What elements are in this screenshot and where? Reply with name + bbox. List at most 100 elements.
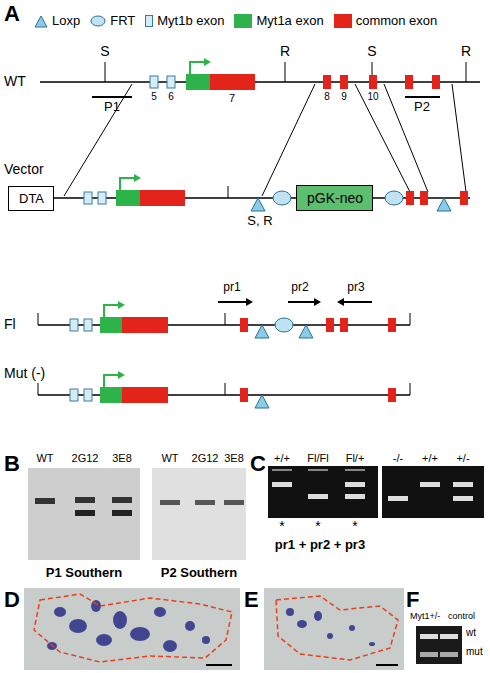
legend-item: FRT (90, 14, 135, 28)
lane-label: WT (161, 452, 178, 464)
in-situ-micrograph (185, 621, 195, 631)
exon-number: 9 (341, 91, 347, 102)
common-exon (323, 75, 331, 89)
legend: Loxp FRT Myt1b exon Myt1a exon common exon (34, 14, 437, 28)
in-situ-micrograph (286, 608, 375, 646)
pcr-gel (345, 469, 365, 471)
legend-item: Myt1b exon (145, 14, 224, 28)
lane-label: Myt1+/- (410, 612, 440, 622)
southern-blot (28, 468, 246, 560)
dna-line (38, 394, 410, 396)
row-label: WT (4, 74, 26, 89)
legend-item: Loxp (34, 14, 80, 28)
pcr-gel (268, 466, 378, 518)
myt1a-exon (100, 317, 122, 333)
loxp-symbol (35, 16, 47, 27)
in-situ-micrograph (34, 594, 232, 662)
southern-blot (160, 500, 180, 505)
frt-site (385, 191, 403, 205)
dna-line (40, 81, 480, 83)
site-tick (38, 313, 39, 325)
common-exon (210, 74, 255, 90)
homology-line (452, 84, 466, 192)
lane-label: Fl/+ (346, 452, 365, 464)
primer-arrow (314, 298, 321, 306)
site-tick (410, 313, 411, 325)
pcr-gel (308, 494, 328, 499)
in-situ-micrograph (69, 619, 87, 633)
in-situ-micrograph (47, 600, 210, 652)
common-exon (369, 75, 377, 89)
lane-label: 3E8 (112, 452, 132, 464)
pcr-gel (420, 482, 440, 487)
myt1b-exon (167, 76, 175, 88)
legend-swatch (145, 15, 153, 27)
rt-pcr-gel (440, 652, 458, 657)
primer-label: pr1 (223, 281, 240, 294)
myt1b-exon (70, 319, 78, 331)
homology-line (64, 84, 132, 196)
probe-bar (92, 96, 132, 98)
restriction-site: S, R (247, 214, 272, 228)
exon-number: 5 (151, 91, 157, 102)
pcr-gel (272, 469, 292, 471)
lane-label: 2G12 (192, 452, 219, 464)
legend-item: common exon (334, 14, 438, 28)
pcr-gel (272, 482, 292, 487)
southern-blot (35, 498, 55, 504)
asterisk: * (315, 519, 320, 534)
homology-line (262, 84, 315, 196)
myt1b-exon (84, 319, 92, 331)
in-situ-micrograph (206, 664, 232, 666)
site-tick (105, 62, 106, 82)
in-situ-micrograph (91, 600, 101, 612)
common-exon (240, 388, 248, 402)
rt-pcr-gel (420, 652, 438, 657)
lane-label: +/+ (422, 452, 438, 464)
in-situ-micrograph (130, 627, 150, 641)
site-tick (466, 62, 467, 82)
site-tick (225, 313, 226, 325)
in-situ-micrograph (163, 640, 177, 652)
panel-letter: D (4, 588, 20, 612)
legend-symbol (34, 15, 48, 28)
common-exon (340, 75, 348, 89)
loxp-site (299, 325, 313, 338)
floxed-allele (38, 298, 410, 338)
node-label: DTA (19, 192, 43, 206)
homology-line (355, 84, 410, 192)
primer-arrow (344, 301, 372, 303)
common-exon (388, 388, 396, 402)
myt1a-exon (116, 190, 140, 206)
promoter-arrow (190, 62, 204, 74)
myt1b-exon (150, 76, 158, 88)
promoter-arrow (118, 301, 125, 309)
targeting-vector (40, 174, 470, 211)
rt-pcr-gel (420, 634, 438, 639)
restriction-site: R (280, 44, 290, 59)
promoter-arrow (120, 178, 134, 190)
common-exon (240, 318, 248, 332)
southern-blot (112, 510, 132, 516)
exon-number: 8 (324, 91, 330, 102)
legend-item: Myt1a exon (234, 14, 323, 28)
promoter-arrow (104, 305, 118, 317)
pcr-gel (268, 466, 484, 518)
southern-blot (75, 497, 95, 503)
frt-site (275, 318, 293, 332)
band-label: wt (466, 627, 476, 638)
legend-symbol (90, 15, 106, 27)
restriction-site: R (461, 44, 471, 59)
myt1a-exon (100, 387, 122, 403)
pcr-gel (345, 482, 365, 487)
common-exon (388, 318, 396, 332)
legend-text: Myt1a exon (256, 14, 323, 28)
site-tick (38, 383, 39, 395)
in-situ-micrograph (297, 620, 307, 628)
selection-cassette: pGK-neo (296, 185, 373, 211)
panel-letter: B (4, 452, 20, 476)
restriction-site: S (367, 44, 376, 59)
legend-swatch (334, 14, 352, 28)
lane-label: 2G12 (72, 452, 99, 464)
node-label: pGK-neo (307, 191, 362, 206)
